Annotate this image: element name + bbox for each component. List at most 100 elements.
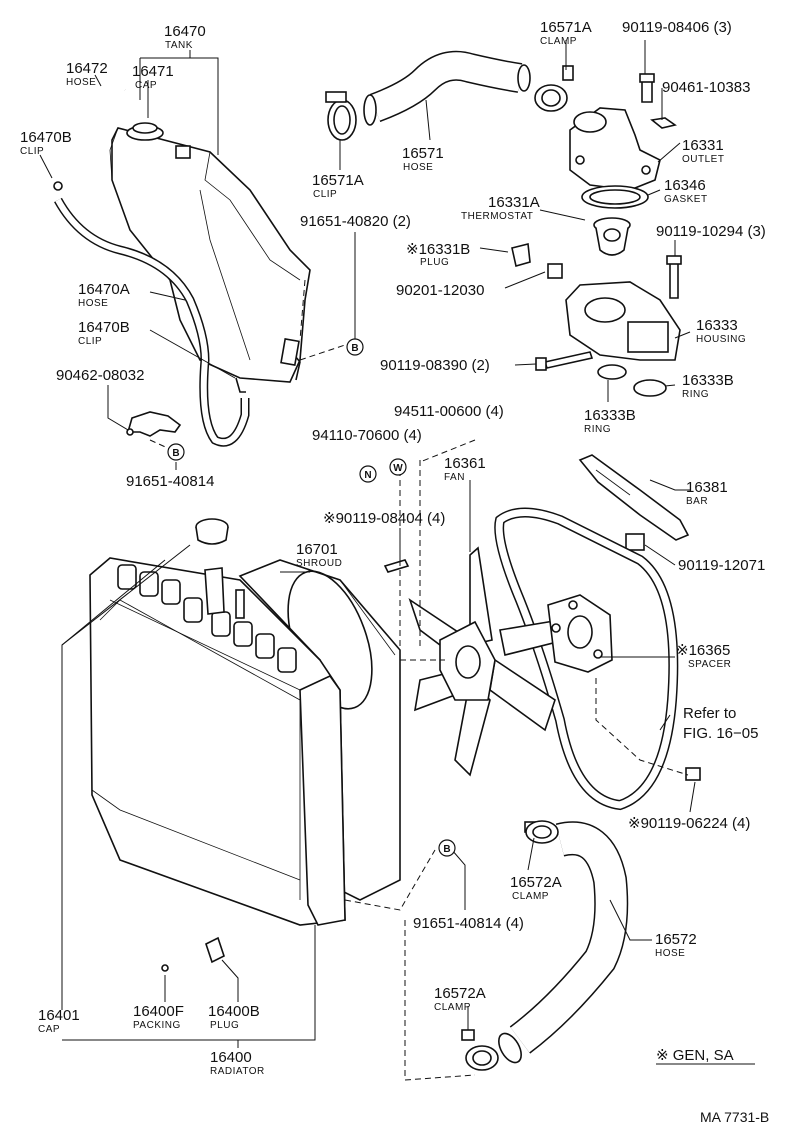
svg-text:N: N <box>364 470 371 481</box>
fan-spacer <box>547 594 613 673</box>
leader-lines <box>39 40 696 1048</box>
label-sub: PLUG <box>420 257 449 268</box>
label-sub: CLAMP <box>512 891 549 902</box>
label-pn: 16333B <box>584 407 636 424</box>
label-pn: 90461-10383 <box>662 79 750 96</box>
marker-w: W <box>389 458 407 476</box>
label-pn: ※90119-08404 (4) <box>323 510 445 527</box>
upper-hose-clamp <box>534 65 574 112</box>
label-pn: 90119-08390 (2) <box>380 357 490 374</box>
radiator <box>89 557 346 926</box>
label-sub: OUTLET <box>682 154 724 165</box>
lower-hose-clamps <box>465 820 559 1071</box>
label-pn: 90201-12030 <box>396 282 484 299</box>
water-outlet <box>569 107 661 191</box>
label-pn: 16346 <box>664 177 706 194</box>
label-pn: 16400 <box>210 1049 252 1066</box>
marker-n: N <box>359 465 377 483</box>
outlet-gasket <box>581 185 649 209</box>
label-pn: 94511-00600 (4) <box>394 403 504 420</box>
drawing-code: MA 7731-B <box>700 1109 769 1125</box>
label-pn: Refer to <box>683 705 736 722</box>
label-pn: 16572A <box>510 874 562 891</box>
label-sub: HOUSING <box>696 334 746 345</box>
part-labels: 16470 TANK 16472 HOSE 16471 CAP 16470B C… <box>20 19 766 1077</box>
marker-b-upper: B <box>346 338 364 356</box>
label-sub: RING <box>584 424 611 435</box>
label-pn: 16470B <box>78 319 130 336</box>
reservoir-tank <box>109 127 311 393</box>
label-sub: CLIP <box>20 146 44 157</box>
label-sub: HOSE <box>78 298 108 309</box>
label-sub: CAP <box>135 80 157 91</box>
label-sub: SHROUD <box>296 558 342 569</box>
overflow-hose <box>53 181 250 447</box>
marker-b-bracket: B <box>167 443 185 461</box>
label-pn: ※16365 <box>676 642 730 659</box>
drain-plug <box>161 936 225 972</box>
svg-text:B: B <box>351 343 358 354</box>
label-pn: 16472 <box>66 60 108 77</box>
label-pn: 16400F <box>133 1003 184 1020</box>
cooling-fan <box>408 546 566 777</box>
label-sub: FAN <box>444 472 465 483</box>
fan-belt <box>494 507 679 811</box>
label-pn: ※90119-06224 (4) <box>628 815 750 832</box>
reservoir-hose-short <box>96 79 127 112</box>
label-sub: TANK <box>165 40 193 51</box>
svg-text:B: B <box>172 448 179 459</box>
housing-rings <box>597 364 667 397</box>
label-sub: CAP <box>38 1024 60 1035</box>
label-pn: 16401 <box>38 1007 80 1024</box>
label-pn: 16470B <box>20 129 72 146</box>
label-pn: 16471 <box>132 63 174 80</box>
label-pn: 94110-70600 (4) <box>312 427 422 444</box>
upper-radiator-hose <box>363 50 531 126</box>
label-pn: 16571 <box>402 145 444 162</box>
svg-text:B: B <box>443 844 450 855</box>
lower-radiator-hose <box>498 821 629 1064</box>
applicability-note: ※ GEN, SA <box>656 1047 734 1064</box>
label-pn: 91651-40820 (2) <box>300 213 411 230</box>
label-pn: 90119-12071 <box>678 557 765 574</box>
label-sub: THERMOSTAT <box>461 211 533 222</box>
thermostat <box>593 217 631 256</box>
label-pn: 16470A <box>78 281 130 298</box>
dashed-lines <box>149 279 689 1081</box>
thermostat-housing <box>565 281 681 361</box>
reservoir-cap <box>126 122 164 141</box>
label-pn: 90119-10294 (3) <box>656 223 766 240</box>
label-pn: FIG. 16−05 <box>683 725 758 742</box>
label-sub: PACKING <box>133 1020 181 1031</box>
label-pn: 16572 <box>655 931 697 948</box>
marker-b-shroud: B <box>438 839 456 857</box>
label-pn: 91651-40814 (4) <box>413 915 524 932</box>
label-pn: 90462-08032 <box>56 367 144 384</box>
label-pn: ※16331B <box>406 241 470 258</box>
label-pn: 16331 <box>682 137 724 154</box>
fastener-bolts <box>383 73 701 1041</box>
label-pn: 16572A <box>434 985 486 1002</box>
upper-hose-clip <box>325 91 357 141</box>
label-pn: 90119-08406 (3) <box>622 19 732 36</box>
label-pn: 16333 <box>696 317 738 334</box>
label-sub: CLIP <box>313 189 337 200</box>
label-sub: BAR <box>686 496 708 507</box>
label-sub: HOSE <box>66 77 96 88</box>
label-pn: 16571A <box>540 19 592 36</box>
label-sub: CLAMP <box>540 36 577 47</box>
label-sub: CLIP <box>78 336 102 347</box>
label-sub: HOSE <box>655 948 685 959</box>
radiator-cap <box>195 518 229 545</box>
adjusting-bar <box>578 454 690 541</box>
label-pn: 16400B <box>208 1003 260 1020</box>
label-pn: 16331A <box>488 194 540 211</box>
label-sub: CLAMP <box>434 1002 471 1013</box>
label-pn: 91651-40814 <box>126 473 214 490</box>
label-pn: 16701 <box>296 541 338 558</box>
label-sub: RADIATOR <box>210 1066 265 1077</box>
label-pn: 16333B <box>682 372 734 389</box>
label-sub: RING <box>682 389 709 400</box>
